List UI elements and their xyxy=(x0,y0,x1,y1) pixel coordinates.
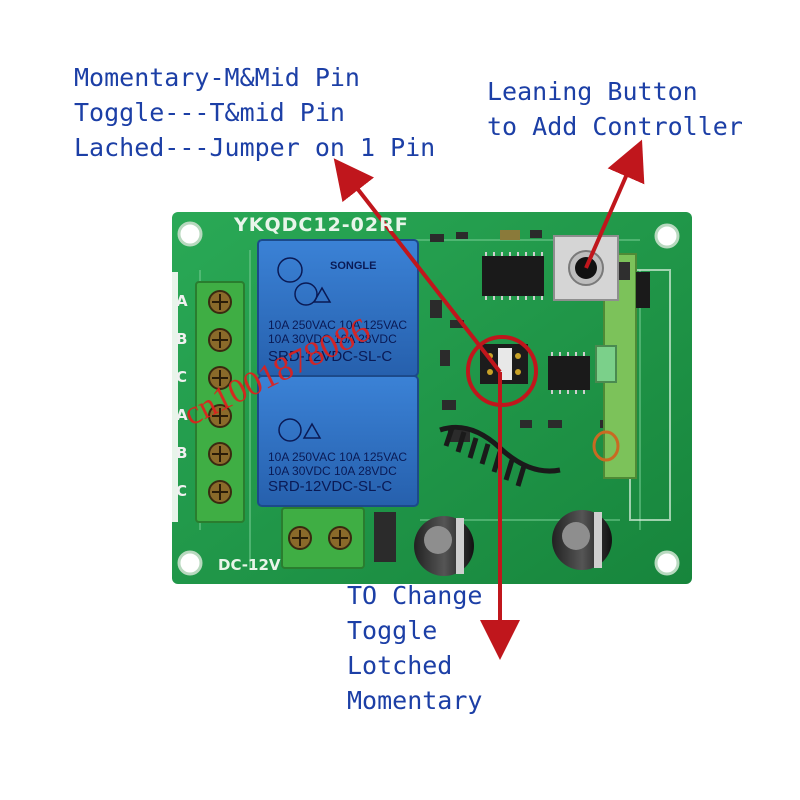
relay-bottom xyxy=(257,375,419,507)
ic-chip-main xyxy=(482,252,544,300)
screw-slot xyxy=(212,446,228,462)
annotation-arrows xyxy=(333,139,645,660)
relay-top-rating-1: 10A 250VAC 10A 125VAC xyxy=(268,318,407,332)
terminal-label: C xyxy=(176,482,188,500)
change-caption-line-4: Momentary xyxy=(347,686,483,715)
terminal-label: B xyxy=(176,444,188,462)
change-caption-line-2: Toggle xyxy=(347,616,438,645)
terminal-label: A xyxy=(176,292,188,310)
screw-slot xyxy=(212,294,228,310)
screw-slot xyxy=(212,332,228,348)
terminal-label: B xyxy=(176,330,188,348)
relay-top xyxy=(257,239,419,377)
screw-slot xyxy=(212,484,228,500)
relay-top-model: SRD-12VDC-SL-C xyxy=(268,348,393,365)
mode-caption-line-2: Toggle---T&mid Pin xyxy=(74,98,345,127)
terminal-label: A xyxy=(176,406,188,424)
power-input-label: DC-12V xyxy=(218,556,281,574)
jumper-highlight-circle xyxy=(466,335,538,407)
arrow-to-learn-caption xyxy=(584,139,645,269)
change-caption: TO Change Toggle Lotched Momentary xyxy=(347,578,482,718)
relay-top-rating-2: 10A 30VDC 10A 28VDC xyxy=(268,332,397,346)
terminal-label: C xyxy=(176,368,188,386)
learn-caption: Leaning Button to Add Controller xyxy=(487,74,743,144)
screw-slot xyxy=(212,370,228,386)
mode-caption-line-1: Momentary-M&Mid Pin xyxy=(74,63,360,92)
mode-jumper-header xyxy=(480,344,528,384)
relay-top-brand: SONGLE xyxy=(330,260,377,272)
ic-chip-secondary xyxy=(548,352,590,394)
capacitor-left xyxy=(414,516,474,576)
mode-caption-line-3: Lached---Jumper on 1 Pin xyxy=(74,133,436,162)
smd-components xyxy=(374,230,612,562)
screw-slot xyxy=(212,408,228,424)
capacitor-right xyxy=(552,510,612,570)
relay-bottom-rating-2: 10A 30VDC 10A 28VDC xyxy=(268,464,397,478)
arrow-to-mode-caption xyxy=(333,158,502,374)
terminal-block-2way xyxy=(281,507,365,569)
change-caption-line-1: TO Change xyxy=(347,581,483,610)
mode-caption: Momentary-M&Mid Pin Toggle---T&mid Pin L… xyxy=(74,60,435,165)
relay-bottom-model: SRD-12VDC-SL-C xyxy=(268,478,393,495)
board-model-label: YKQDC12-02RF xyxy=(234,214,409,236)
relay-bottom-rating-1: 10A 250VAC 10A 125VAC xyxy=(268,450,407,464)
change-caption-line-3: Lotched xyxy=(347,651,453,680)
learn-caption-line-2: to Add Controller xyxy=(487,112,743,141)
terminal-block-6way xyxy=(195,281,245,523)
learn-caption-line-1: Leaning Button xyxy=(487,77,698,106)
